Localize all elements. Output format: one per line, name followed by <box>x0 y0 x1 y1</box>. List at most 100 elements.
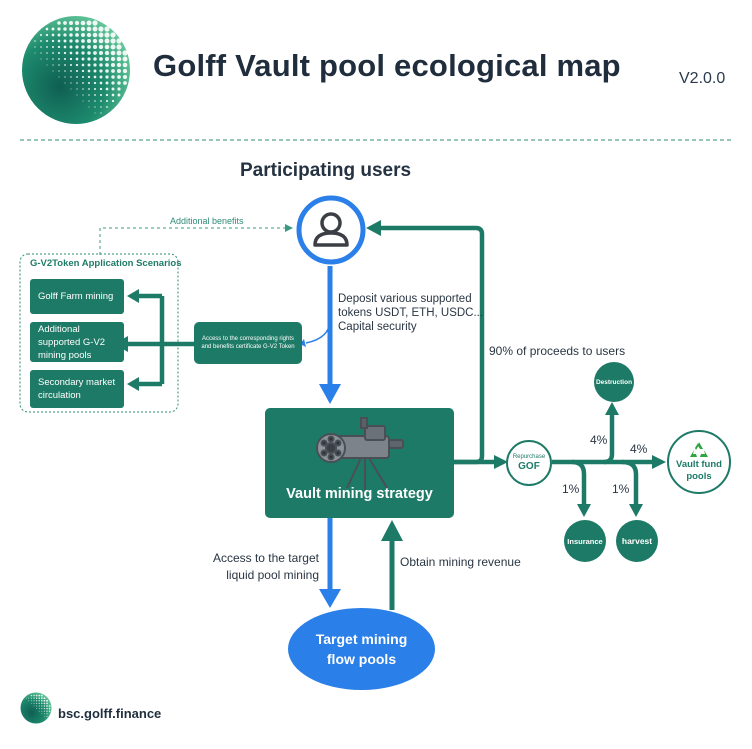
logo-dot <box>34 40 36 42</box>
logo-dot <box>86 20 92 26</box>
logo-dot <box>63 51 67 55</box>
logo-dot <box>33 697 35 699</box>
logo-dot <box>110 62 116 68</box>
branch-insurance <box>571 459 587 505</box>
logo-dot <box>93 51 97 55</box>
logo-dot <box>111 93 115 97</box>
logo-dot <box>63 27 67 31</box>
logo-dot <box>30 697 32 699</box>
logo-dot <box>41 713 43 715</box>
logo-dot <box>41 710 43 712</box>
logo-dot <box>52 52 54 54</box>
logo-dot <box>99 69 103 73</box>
logo-dot <box>92 20 98 26</box>
logo-dot <box>117 75 121 79</box>
logo-dot <box>38 697 41 700</box>
scenario-label: Golff Farm mining <box>38 291 114 302</box>
logo-dot <box>34 46 36 48</box>
access-label: Access to the target liquid pool mining <box>170 550 319 584</box>
logo-dot <box>34 52 36 54</box>
logo-dot <box>69 33 73 37</box>
logo-dot <box>63 39 67 43</box>
logo-dot <box>81 63 85 67</box>
destruction-node: Destruction <box>594 362 634 402</box>
logo-dot <box>40 46 42 48</box>
logo-dot <box>46 705 48 707</box>
logo-dot <box>110 44 116 50</box>
logo-dot <box>48 707 51 710</box>
logo-dot <box>82 82 84 84</box>
logo-dot <box>82 100 84 102</box>
logo-dot <box>51 27 55 31</box>
deposit-arrow-head <box>319 384 341 404</box>
logo-dot <box>104 44 110 50</box>
logo-dot <box>116 56 122 62</box>
logo-dot <box>122 74 128 80</box>
deposit-line-1: Deposit various supported <box>338 293 472 305</box>
logo-dot <box>44 716 45 717</box>
logo-dot <box>74 20 80 26</box>
logo-dot <box>99 87 103 91</box>
logo-dot <box>40 697 43 700</box>
strategy-label: Vault mining strategy <box>286 486 433 502</box>
logo-dot <box>94 94 96 96</box>
target-mining-pools: Target mining flow pools <box>288 608 435 690</box>
branch-destruction <box>603 414 615 465</box>
logo-dot <box>98 38 104 44</box>
logo-dot <box>46 707 48 710</box>
logo-dot <box>75 45 79 49</box>
logo-dot <box>57 39 61 43</box>
logo-dot <box>99 57 103 61</box>
repurchase-gof-node: Repurchase GOF <box>506 440 552 486</box>
logo-dot <box>86 32 92 38</box>
logo-dot <box>36 705 38 707</box>
deposit-text: Deposit various supported tokens USDT, E… <box>338 292 483 334</box>
logo-dot <box>87 57 91 61</box>
logo-dot <box>70 88 72 90</box>
logo-dot <box>75 63 79 67</box>
logo-dot <box>30 694 33 697</box>
logo-dot <box>52 58 54 60</box>
logo-dot <box>76 76 78 78</box>
logo-dot <box>43 702 46 705</box>
logo-dot <box>38 694 41 697</box>
logo-dot <box>28 700 30 702</box>
logo-dot <box>41 705 43 707</box>
access-arrow-head <box>319 589 341 608</box>
logo-dot <box>99 75 103 79</box>
harvest-node: harvest <box>616 520 658 562</box>
participating-users-heading: Participating users <box>240 160 412 181</box>
logo-dot <box>74 26 80 32</box>
additional-benefits-arrow <box>99 224 293 255</box>
logo-dot <box>36 702 38 704</box>
vault-fund-line-2: pools <box>686 471 712 482</box>
logo-dot <box>33 694 35 697</box>
target-line-1: Target mining <box>315 631 408 647</box>
logo-dot <box>52 70 54 72</box>
logo-dot <box>87 45 91 49</box>
obtain-revenue-label: Obtain mining revenue <box>400 555 521 569</box>
logo-dot <box>43 699 46 702</box>
logo-dot <box>75 51 79 55</box>
logo-dot <box>46 52 48 54</box>
logo-dot <box>38 702 40 705</box>
logo-dot <box>81 75 85 79</box>
logo-dot <box>81 45 85 49</box>
logo-dot <box>46 710 48 712</box>
logo-dot <box>87 81 91 85</box>
logo-dot <box>69 27 73 31</box>
logo-dot <box>116 50 122 56</box>
vault-mining-strategy-box: Vault mining strategy <box>265 408 454 518</box>
logo-dot <box>46 699 48 702</box>
logo-dot <box>80 26 86 32</box>
logo-dot <box>98 44 104 50</box>
logo-dot <box>117 87 121 91</box>
repurchase-to-vault-head <box>652 455 666 469</box>
logo-dot <box>104 32 110 38</box>
logo-dot <box>123 81 127 85</box>
logo-dot <box>98 50 104 56</box>
logo-dot <box>38 710 40 712</box>
logo-dot <box>40 699 43 702</box>
logo-dot <box>38 705 40 707</box>
